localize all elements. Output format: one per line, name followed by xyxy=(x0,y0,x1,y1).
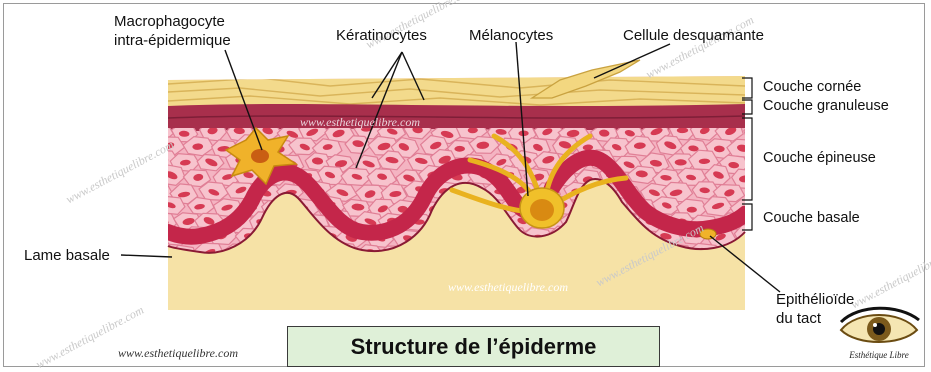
keratinocyte-cell xyxy=(746,242,775,261)
keratinocyte-nucleus xyxy=(752,128,764,135)
watermark-text: www.esthetiquelibre.com xyxy=(448,280,568,295)
keratinocyte-nucleus xyxy=(153,189,165,197)
brand-logo: Esthétique Libre xyxy=(835,304,923,366)
website-credit: www.esthetiquelibre.com xyxy=(118,346,238,361)
label-melanocytes: Mélanocytes xyxy=(469,26,553,45)
keratinocyte-nucleus xyxy=(751,220,763,228)
label-macrophagocyte-line1: Macrophagocyte xyxy=(114,12,225,31)
eye-logo-icon xyxy=(835,304,923,352)
diagram-title: Structure de l’épiderme xyxy=(351,334,597,360)
label-lame-basale: Lame basale xyxy=(24,246,110,265)
title-box: Structure de l’épiderme xyxy=(287,326,660,367)
keratinocyte-cell xyxy=(744,124,770,142)
leader-basal-lamina xyxy=(121,255,172,257)
label-cellule-desquamante: Cellule desquamante xyxy=(623,26,764,45)
keratinocyte-nucleus xyxy=(753,247,765,256)
logo-text: Esthétique Libre xyxy=(835,350,923,360)
label-couche-granuleuse: Couche granuleuse xyxy=(763,97,889,116)
keratinocyte-nucleus xyxy=(687,207,697,213)
keratinocyte-cell xyxy=(747,183,775,200)
watermark-text: www.esthetiquelibre.com xyxy=(300,115,420,130)
label-couche-basale: Couche basale xyxy=(763,209,860,228)
label-couche-cornee: Couche cornée xyxy=(763,78,861,97)
keratinocyte-nucleus xyxy=(153,130,165,135)
macrophage-nucleus xyxy=(251,149,269,163)
melanocyte-nucleus xyxy=(530,199,554,221)
label-couche-epineuse: Couche épineuse xyxy=(763,149,876,168)
keratinocyte-nucleus xyxy=(155,249,166,255)
keratinocyte-nucleus xyxy=(754,187,766,197)
label-epithelioide-line2: du tact xyxy=(776,309,821,328)
stratum-granulosum xyxy=(168,104,745,132)
keratinocyte-nucleus xyxy=(157,217,169,227)
label-macrophagocyte-line2: intra-épidermique xyxy=(114,31,231,50)
label-keratinocytes: Kératinocytes xyxy=(336,26,427,45)
